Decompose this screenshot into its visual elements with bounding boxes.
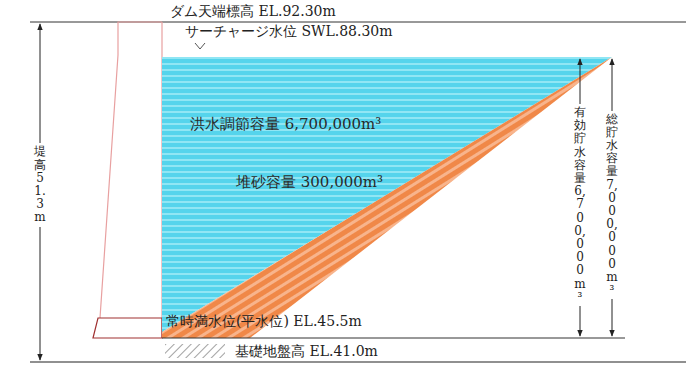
- sediment-region: 堆砂容量 300,000m³: [162, 57, 612, 338]
- region-shape: [162, 57, 612, 338]
- ground-line: [30, 361, 686, 362]
- rock-hatch: [165, 344, 225, 358]
- surcharge-level: サーチャージ水位 SWL.88.30m: [185, 23, 393, 40]
- dam-outline: [100, 22, 162, 318]
- normal-water-line: [162, 338, 625, 339]
- foundation-block: [93, 318, 162, 338]
- dam-height: 堤高 51.3m: [33, 143, 47, 226]
- crest-elevation: ダム天端標高 EL.92.30m: [170, 3, 336, 20]
- effective-storage: 有効貯水容量 6,700,000m³: [573, 104, 587, 306]
- region-label: 堆砂容量 300,000m³: [236, 173, 383, 191]
- total-storage: 総貯水容量 7,000,000m³: [605, 111, 619, 300]
- water-level-mark: [195, 43, 205, 49]
- region-label: 洪水調節容量 6,700,000m³: [190, 115, 381, 133]
- foundation-elevation: 基礎地盤高 EL.41.0m: [235, 343, 378, 360]
- region-fill: [162, 57, 612, 338]
- normal-water-level: 常時満水位(平水位) EL.45.5m: [166, 313, 362, 330]
